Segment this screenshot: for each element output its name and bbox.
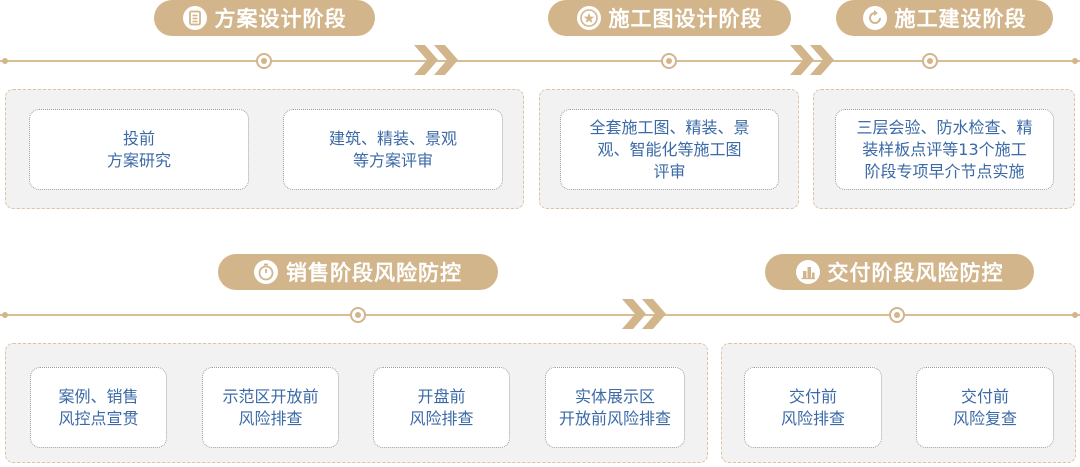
card-scheme-review: 建筑、精装、景观 等方案评审 — [283, 109, 503, 190]
circular-arrow-icon — [862, 6, 887, 30]
card-pre-delivery-recheck: 交付前 风险复查 — [916, 367, 1054, 448]
card-text: 案例、销售 风控点宣贯 — [58, 386, 139, 428]
timer-icon — [254, 260, 278, 284]
timeline-node-sales — [350, 307, 366, 323]
card-showroom-pre-opening-check: 示范区开放前 风险排查 — [202, 367, 339, 448]
card-text: 三层会验、防水检查、精 装样板点评等13个施工 阶段专项早介节点实施 — [856, 117, 1033, 181]
card-pre-investment-research: 投前 方案研究 — [29, 109, 249, 190]
card-text: 实体展示区 开放前风险排查 — [558, 386, 671, 428]
star-badge-icon — [576, 6, 601, 30]
stage-construction-drawing-design: 施工图设计阶段 — [548, 0, 791, 36]
card-text: 示范区开放前 风险排查 — [222, 386, 319, 428]
stage-scheme-design-label: 方案设计阶段 — [214, 7, 347, 31]
timeline-bottom — [0, 314, 1080, 316]
card-text: 交付前 风险排查 — [780, 386, 845, 428]
stage-sales-risk-control: 销售阶段风险防控 — [218, 254, 498, 290]
card-sales-case-briefing: 案例、销售 风控点宣贯 — [30, 367, 167, 448]
timeline-node-delivery — [889, 307, 905, 323]
card-construction-inspection: 三层会验、防水检查、精 装样板点评等13个施工 阶段专项早介节点实施 — [835, 109, 1054, 190]
card-construction-drawing-review: 全套施工图、精装、景 观、智能化等施工图 评审 — [560, 109, 779, 190]
stage-delivery-risk-control: 交付阶段风险防控 — [765, 254, 1034, 290]
card-display-area-pre-opening-check: 实体展示区 开放前风险排查 — [545, 367, 685, 448]
stage-construction-build-label: 施工建设阶段 — [894, 7, 1027, 31]
card-pre-sale-check: 开盘前 风险排查 — [373, 367, 510, 448]
chevron-right-icon — [622, 299, 666, 329]
card-text: 全套施工图、精装、景 观、智能化等施工图 评审 — [589, 117, 750, 181]
timeline-node-construction — [922, 53, 938, 69]
card-pre-delivery-check: 交付前 风险排查 — [744, 367, 882, 448]
timeline-node-drawing — [661, 53, 677, 69]
card-text: 建筑、精装、景观 等方案评审 — [328, 128, 457, 170]
card-text: 投前 方案研究 — [106, 128, 171, 170]
stage-construction-drawing-design-label: 施工图设计阶段 — [608, 7, 763, 31]
card-text: 交付前 风险复查 — [952, 386, 1017, 428]
timeline-top-start-dot — [2, 58, 8, 64]
stage-scheme-design: 方案设计阶段 — [154, 0, 375, 36]
stage-delivery-risk-control-label: 交付阶段风险防控 — [827, 261, 1004, 285]
stage-sales-risk-control-label: 销售阶段风险防控 — [286, 261, 462, 285]
chevron-right-icon — [414, 45, 458, 75]
buildings-icon — [795, 260, 820, 284]
chevron-right-icon — [790, 45, 834, 75]
timeline-node-scheme — [256, 53, 272, 69]
timeline-top — [0, 60, 1080, 62]
stage-construction-build: 施工建设阶段 — [836, 0, 1053, 36]
timeline-bottom-end-dot — [1072, 312, 1078, 318]
document-list-icon — [182, 6, 207, 30]
timeline-bottom-start-dot — [2, 312, 8, 318]
timeline-top-end-dot — [1072, 58, 1078, 64]
card-text: 开盘前 风险排查 — [409, 386, 474, 428]
